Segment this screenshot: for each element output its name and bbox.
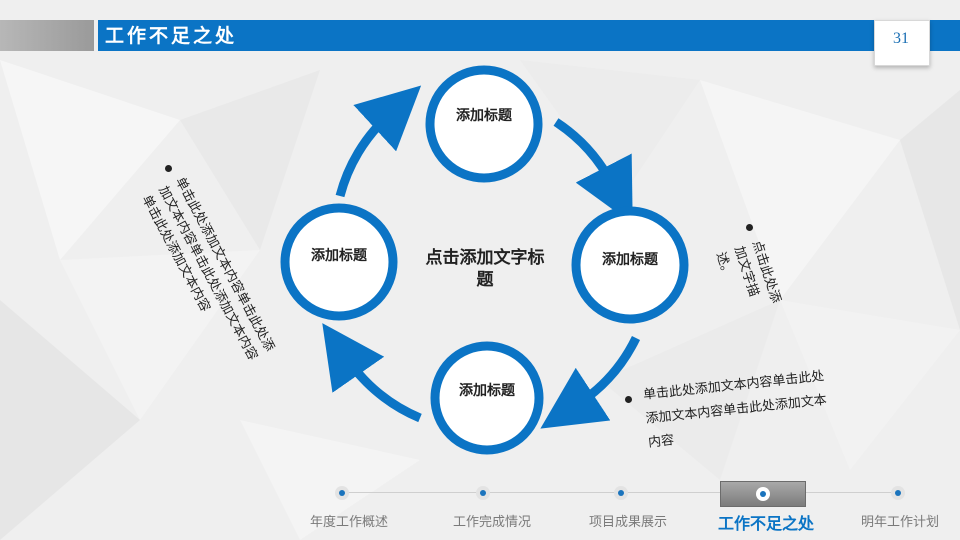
nav-item-annual-overview[interactable]: 年度工作概述 [309,515,388,530]
cycle-node-left-label[interactable]: 添加标题 [294,247,384,265]
nav-item-completion[interactable]: 工作完成情况 [452,515,531,530]
node-label-text: 添加标题 [459,383,515,399]
cycle-arrow-3 [540,335,641,429]
nav-dot-2[interactable] [476,486,490,500]
center-title[interactable]: 点击添加文字标题 [410,247,560,291]
node-label-text: 添加标题 [311,248,367,264]
bullet-left [165,165,172,172]
center-title-text: 点击添加文字标题 [425,248,545,290]
cycle-node-top-label[interactable]: 添加标题 [439,107,529,125]
nav-dot-4[interactable] [756,487,770,501]
bullet-right-top [746,224,753,231]
bullet-right-bottom [625,396,632,403]
page-title: 工作不足之处 [105,25,238,47]
cycle-arrow-4 [322,323,422,423]
cycle-node-right [571,206,689,324]
page-number-tag [874,20,930,66]
nav-dot-1[interactable] [335,486,349,500]
nav-dot-5[interactable] [891,486,905,500]
node-label-text: 添加标题 [456,108,512,124]
cycle-node-top [425,65,543,183]
header-accent-bar [0,20,94,51]
cycle-node-bottom-label[interactable]: 添加标题 [442,382,532,400]
nav-item-shortcomings[interactable]: 工作不足之处 [717,514,814,533]
page-number: 31 [893,30,909,47]
cycle-node-right-label[interactable]: 添加标题 [585,251,675,269]
cycle-node-bottom [430,341,544,455]
cycle-arrow-1 [335,85,422,198]
header-bar [98,20,960,51]
nav-item-results[interactable]: 项目成果展示 [588,515,667,530]
cycle-node-left [280,203,398,321]
nav-item-next-year-plan[interactable]: 明年工作计划 [860,515,939,530]
cycle-arrow-2 [553,118,633,224]
nav-dot-3[interactable] [614,486,628,500]
node-label-text: 添加标题 [602,252,658,268]
